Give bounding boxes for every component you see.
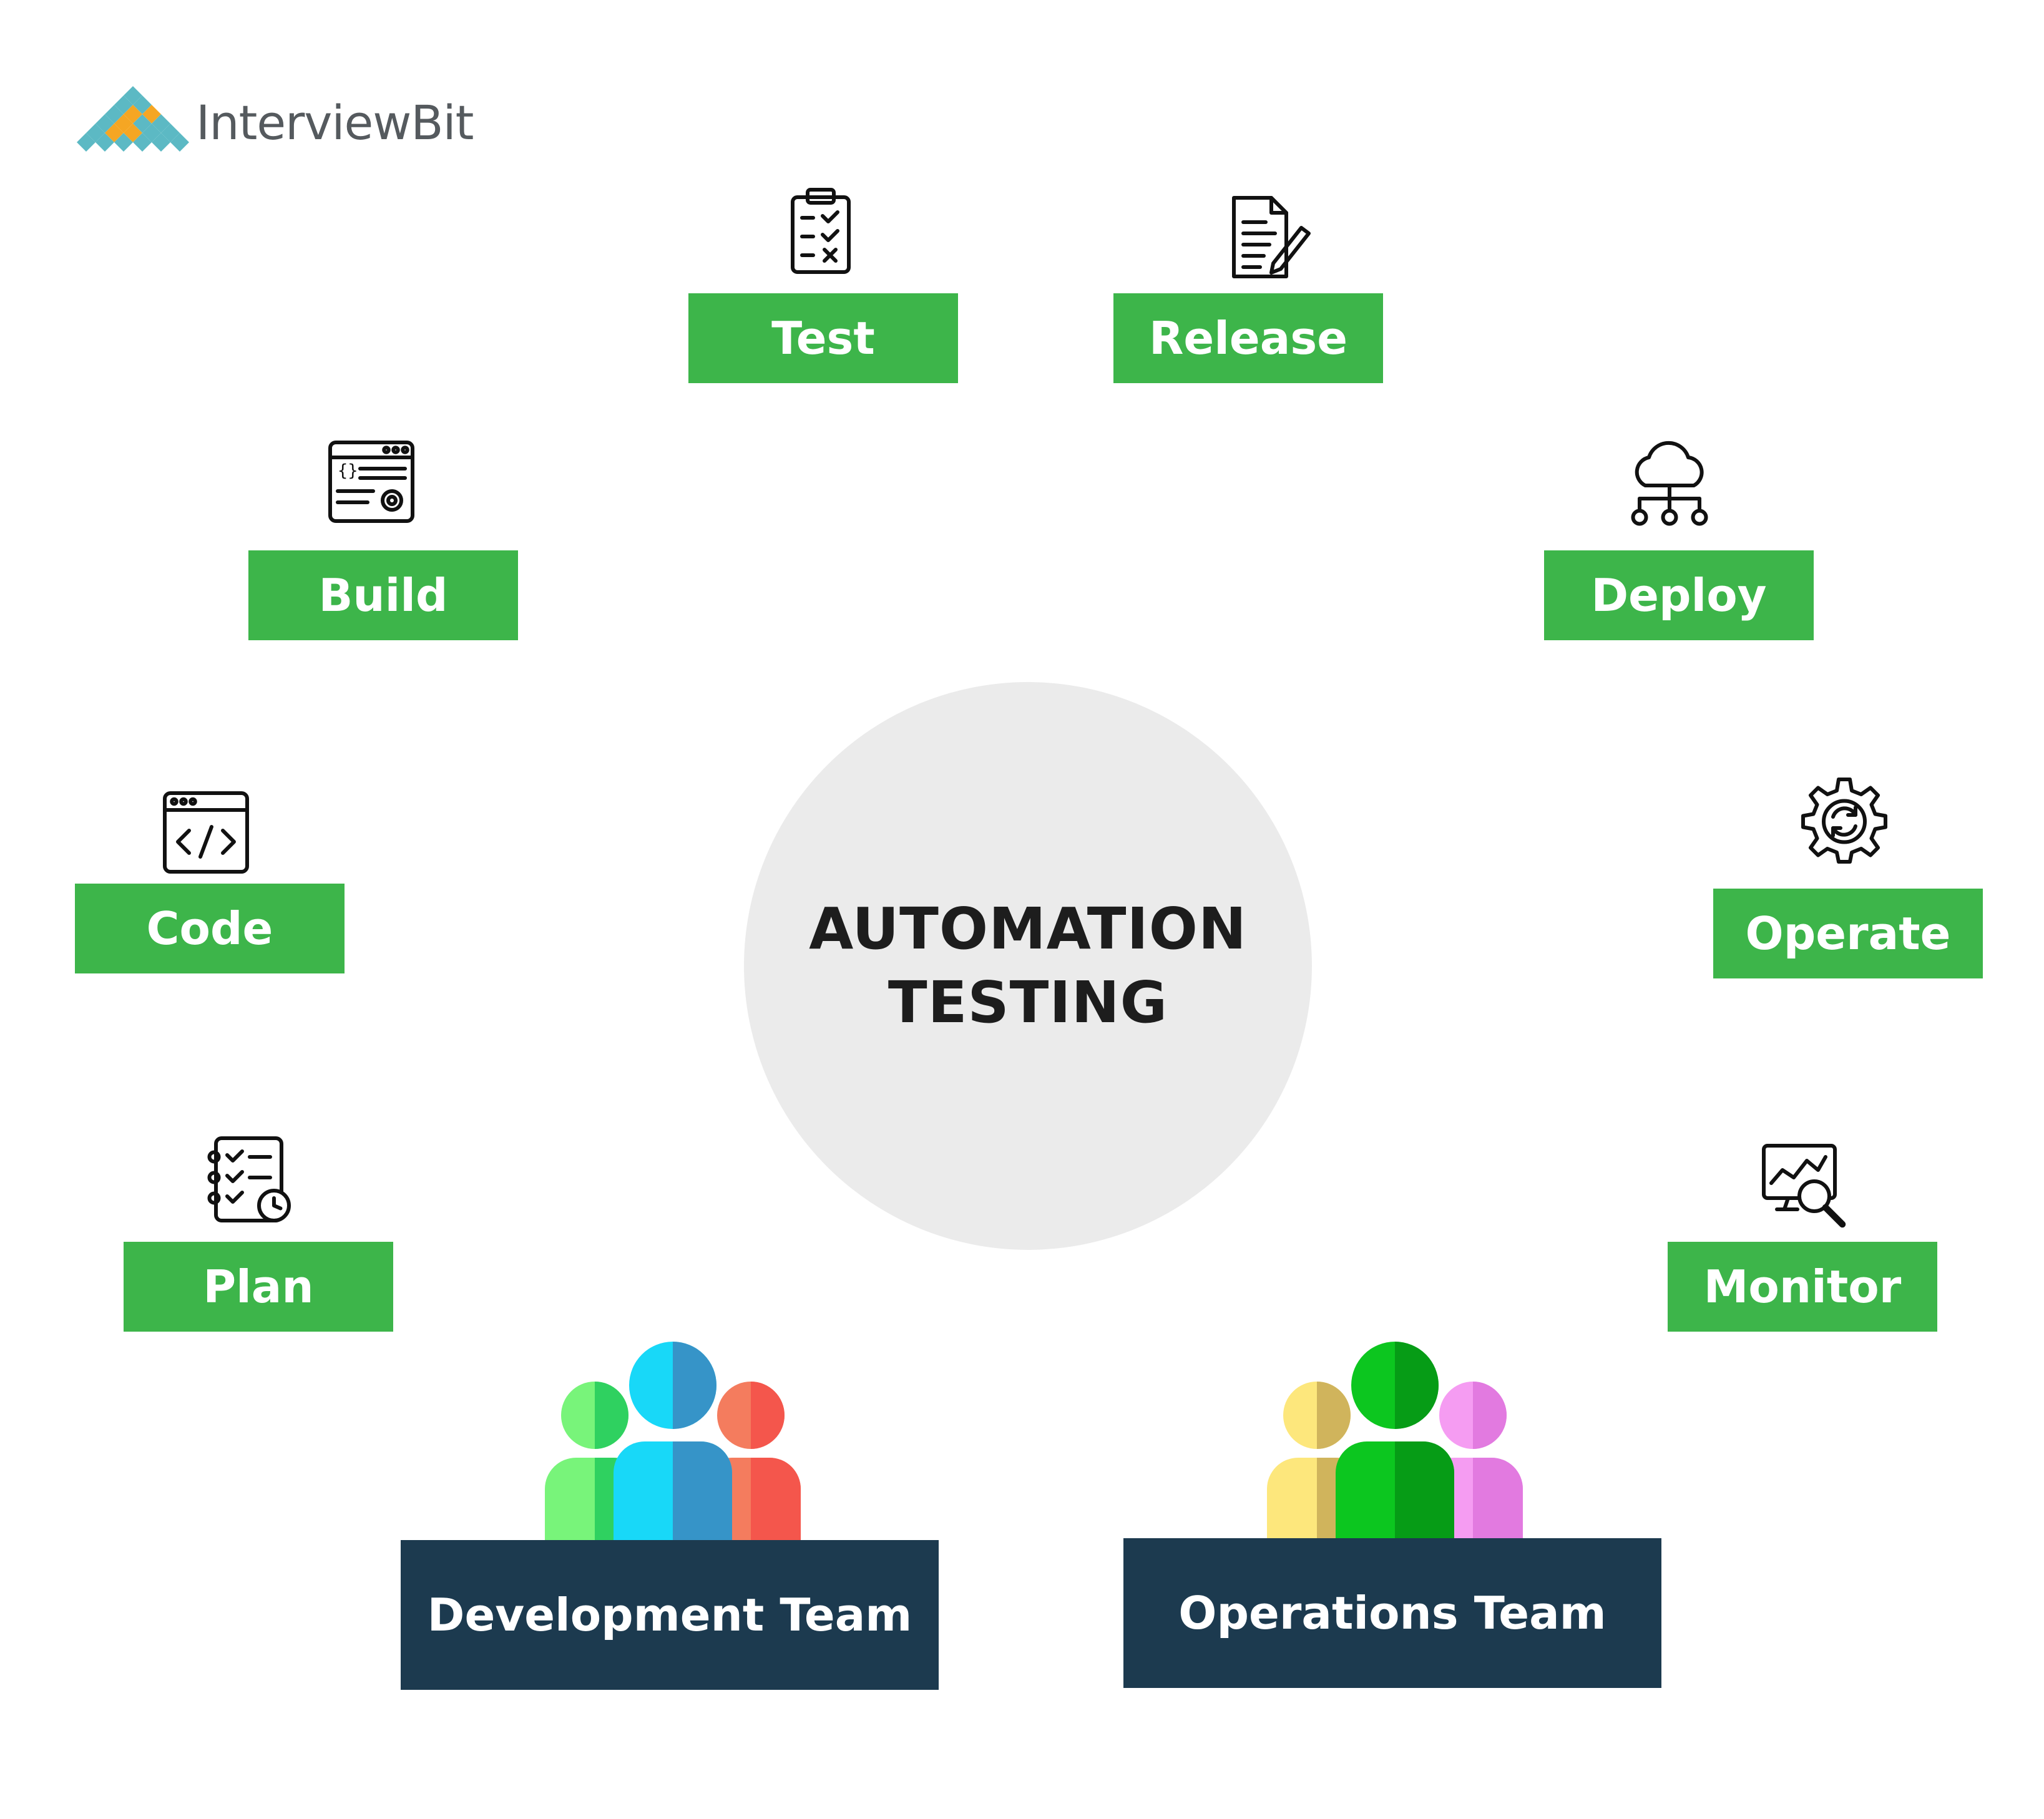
stage-code: Code [75,884,345,973]
stage-deploy: Deploy [1544,550,1814,640]
stage-code-label: Code [146,902,273,955]
stage-build: Build [248,550,518,640]
stage-build-label: Build [318,569,448,622]
center-title-line1: AUTOMATION [809,895,1247,962]
stage-test-label: Test [771,312,875,364]
logo-mark-icon [77,86,189,152]
stage-release-label: Release [1148,312,1348,364]
stage-test: Test [688,293,958,383]
stage-monitor-label: Monitor [1703,1261,1902,1313]
interviewbit-logo: InterviewBit [74,81,486,162]
cloud-network-icon [1623,437,1716,530]
center-title-line2: TESTING [888,969,1168,1036]
development-team-label: Development Team [427,1589,912,1641]
monitor-search-icon [1760,1142,1854,1236]
stage-operate: Operate [1713,889,1983,978]
clipboard-checklist-icon [774,184,868,278]
stage-operate-label: Operate [1745,907,1951,960]
stage-monitor: Monitor [1668,1242,1937,1332]
stage-plan: Plan [124,1242,393,1332]
code-window-icon [159,788,253,881]
gear-refresh-icon [1797,774,1891,867]
center-circle: AUTOMATION TESTING [744,682,1312,1250]
checklist-clock-icon [203,1133,296,1226]
brand-name: InterviewBit [196,95,474,150]
document-edit-icon [1217,190,1311,284]
development-team-box: Development Team [401,1540,939,1690]
development-team-people-icon [545,1342,801,1540]
svg-text:{}: {} [338,461,358,480]
code-window-gear-icon: {} [325,437,418,530]
operations-team-box: Operations Team [1123,1538,1661,1688]
stage-plan-label: Plan [203,1261,314,1313]
stage-release: Release [1113,293,1383,383]
operations-team-label: Operations Team [1178,1587,1606,1639]
stage-deploy-label: Deploy [1591,569,1767,622]
operations-team-people-icon [1267,1342,1523,1538]
